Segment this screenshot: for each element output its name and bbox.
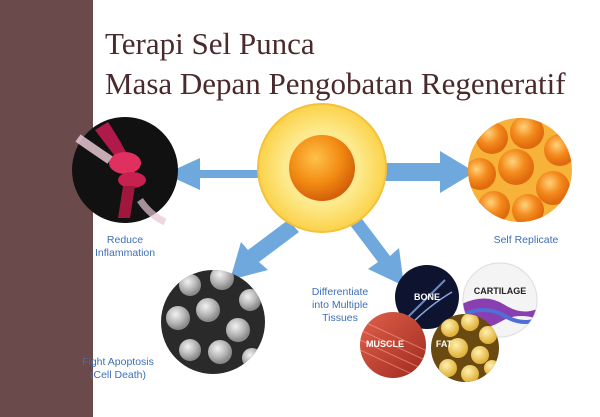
left-sidebar-band	[0, 0, 93, 417]
apoptosis-line-2: (Cell Death)	[89, 369, 147, 381]
apoptosis-cells-image	[161, 270, 265, 374]
apoptosis-line-1: Fight Apoptosis	[82, 356, 154, 368]
arrow-down-right-to-tissues	[350, 219, 404, 286]
stem-cell	[257, 103, 387, 233]
arrow-right-to-replicate	[385, 151, 475, 193]
reduce-line-1: Reduce	[106, 234, 144, 246]
differentiate-line-2: into Multiple	[311, 299, 369, 311]
muscle-tissue: MUSCLE	[360, 312, 426, 378]
arrow-down-left-to-apoptosis	[230, 220, 299, 280]
differentiate-caption: Differentiate into Multiple Tissues	[303, 286, 377, 325]
bone-tissue: BONE	[395, 265, 459, 329]
title-line-2: Masa Depan Pengobatan Regeneratif	[105, 66, 566, 101]
arrow-left-to-inflammation	[165, 158, 258, 190]
differentiate-line-1: Differentiate	[311, 286, 369, 298]
cartilage-label: CARTILAGE	[474, 286, 527, 296]
muscle-label: MUSCLE	[366, 339, 404, 349]
replicating-cells-image	[468, 118, 572, 222]
arrows	[165, 151, 475, 286]
self-replicate-caption: Self Replicate	[493, 234, 559, 246]
differentiate-line-3: Tissues	[322, 312, 358, 324]
reduce-line-2: Inflammation	[95, 247, 156, 259]
tissue-cluster: CARTILAGE BONE MUSCLE	[360, 262, 538, 382]
knee-joint-image	[72, 117, 178, 226]
fat-label: FAT	[436, 339, 453, 349]
title-line-1: Terapi Sel Punca	[105, 26, 315, 61]
bone-label: BONE	[414, 292, 440, 302]
reduce-inflammation-caption: Reduce Inflammation	[95, 234, 155, 260]
fight-apoptosis-caption: Fight Apoptosis (Cell Death)	[80, 356, 156, 382]
